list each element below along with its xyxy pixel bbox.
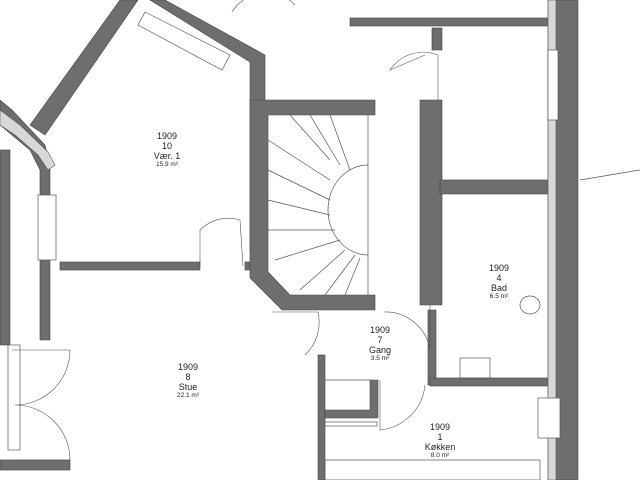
- door-swing: [383, 305, 431, 351]
- window: [537, 397, 561, 439]
- room-number: 8: [185, 372, 191, 382]
- room-building: 1909: [369, 325, 391, 335]
- wall: [249, 99, 376, 311]
- sink-icon: [459, 357, 491, 379]
- room-number: 4: [496, 273, 502, 283]
- room-label-gang: 1909 7 Gang 3.5 m²: [369, 325, 391, 363]
- room-area: 22.1 m²: [176, 392, 200, 399]
- room-name: Bad: [490, 283, 507, 293]
- room-number: 7: [377, 335, 383, 345]
- door-swing: [272, 311, 320, 356]
- wall: [59, 261, 201, 271]
- staircase: [267, 114, 369, 296]
- door-swing: [231, 0, 296, 13]
- door-swing: [389, 51, 439, 100]
- window: [547, 49, 559, 121]
- door-swing: [12, 349, 71, 461]
- room-building: 1909: [156, 131, 178, 141]
- room-area: 3.5 m²: [370, 355, 390, 362]
- wall-insulation: [0, 109, 56, 171]
- room-label-kokken: 1909 1 Køkken 8.0 m²: [425, 422, 456, 460]
- window: [37, 194, 57, 261]
- wall: [29, 0, 139, 136]
- door-swing: [199, 218, 244, 267]
- wall: [324, 379, 379, 419]
- wall: [349, 17, 551, 27]
- room-number: 1: [437, 432, 443, 442]
- wall: [427, 309, 437, 386]
- wall: [439, 179, 551, 195]
- wall: [431, 27, 443, 51]
- room-name: Gang: [368, 345, 392, 355]
- wall: [419, 99, 443, 306]
- wall: [0, 149, 11, 346]
- window: [7, 344, 21, 451]
- room-label-bad: 1909 4 Bad 6.5 m²: [489, 263, 509, 301]
- room-name: Køkken: [424, 442, 456, 452]
- wall-insulation: [547, 0, 557, 480]
- room-name: Vær. 1: [153, 151, 181, 161]
- wall: [429, 377, 551, 387]
- room-area: 15.9 m²: [155, 161, 179, 168]
- room-label-stue: 1909 8 Stue 22.1 m²: [177, 362, 199, 400]
- wall: [0, 99, 51, 341]
- window: [137, 11, 231, 71]
- room-area: 8.0 m²: [430, 452, 450, 459]
- wall: [317, 354, 326, 480]
- wall: [0, 459, 71, 471]
- room-number: 10: [161, 141, 173, 151]
- room-area: 6.5 m²: [489, 293, 509, 300]
- room-building: 1909: [177, 362, 199, 372]
- room-name: Stue: [178, 382, 198, 392]
- room-building: 1909: [429, 422, 451, 432]
- room-label-vaer1: 1909 10 Vær. 1 15.9 m²: [154, 131, 181, 169]
- door-swing: [379, 380, 426, 431]
- room-building: 1909: [488, 263, 510, 273]
- toilet-icon: [519, 295, 541, 315]
